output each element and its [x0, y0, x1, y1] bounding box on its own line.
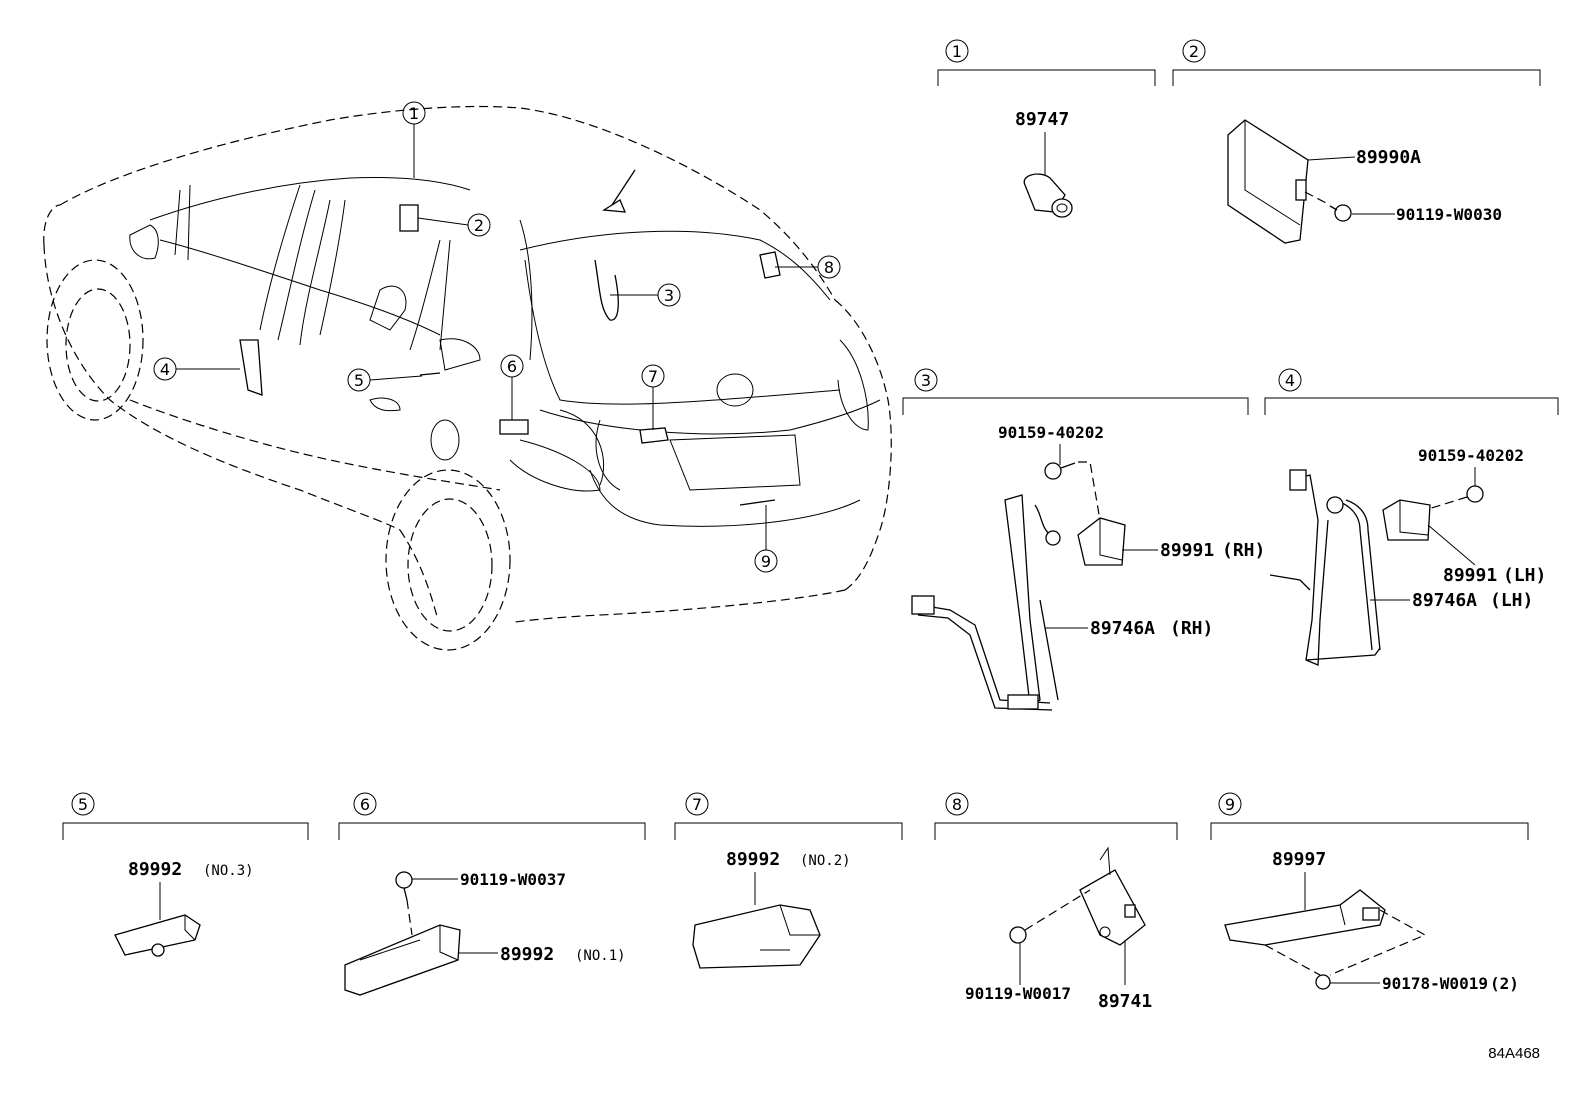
vehicle-callout-9[interactable]: 9	[754, 505, 778, 573]
vehicle-callout-8[interactable]: 8	[775, 255, 841, 279]
group-2-index: 2	[1189, 42, 1199, 61]
bolt-90119-w0017-drawing	[1009, 889, 1091, 944]
part-89992-no3-label[interactable]: 89992	[128, 859, 182, 880]
vehicle-callout-2-label: 2	[474, 216, 484, 235]
group-4: 4 90159-40202 89991 (LH) 89746A (LH)	[1264, 368, 1559, 666]
vehicle-callout-1-label: 1	[409, 104, 419, 123]
part-89992-no2-note: (NO.2)	[800, 853, 851, 869]
part-89992-no3-note: (NO.3)	[203, 863, 254, 879]
group-8: 8 90119-W0017 89741	[934, 792, 1178, 1012]
part-89992-no1-note: (NO.1)	[575, 948, 626, 964]
vehicle-callout-3[interactable]: 3	[610, 283, 681, 307]
vehicle-callout-4[interactable]: 4	[153, 357, 240, 381]
bolt-90119-w0037-drawing	[395, 871, 413, 936]
part-89746a-rh-label[interactable]: 89746A	[1090, 618, 1155, 639]
part-90119-w0037-label[interactable]: 90119-W0037	[460, 870, 566, 889]
part-89991-lh-label[interactable]: 89991	[1443, 565, 1497, 586]
vehicle-callout-7[interactable]: 7	[641, 364, 665, 430]
antenna-89992-no2-drawing	[692, 904, 821, 969]
group-9: 9 89997 90178-W0019 (2)	[1210, 792, 1529, 993]
group-1: 1 89747	[937, 39, 1156, 218]
bolt-90119-w0030-drawing	[1304, 191, 1352, 222]
part-89746a-rh-note: (RH)	[1170, 618, 1213, 639]
group-6-index: 6	[360, 795, 370, 814]
ecu-89990a-drawing	[1227, 119, 1309, 244]
group-1-badge	[945, 39, 969, 63]
group-4-index: 4	[1285, 371, 1295, 390]
part-89746a-lh-label[interactable]: 89746A	[1412, 590, 1477, 611]
part-89990a-label[interactable]: 89990A	[1356, 147, 1421, 168]
group-1-index: 1	[952, 42, 962, 61]
part-89991-rh-label[interactable]: 89991	[1160, 540, 1214, 561]
vehicle-callout-7-label: 7	[648, 367, 658, 386]
part-90159-40202-lh-label[interactable]: 90159-40202	[1418, 446, 1524, 465]
part-89997-label[interactable]: 89997	[1272, 849, 1326, 870]
part-89991-lh-note: (LH)	[1503, 565, 1546, 586]
antenna-89992-no1-drawing	[344, 924, 461, 996]
antenna-89997-drawing	[1224, 889, 1427, 976]
bolt-90159-40202-lh-drawing	[1424, 485, 1484, 511]
vehicle-callouts: 1 2 3 4 5 6 7 8 9	[153, 101, 841, 573]
group-5: 5 89992 (NO.3)	[62, 792, 309, 957]
bolt-90159-40202-rh-drawing	[1044, 461, 1101, 521]
group-6: 6 90119-W0037 89992 (NO.1)	[338, 792, 646, 996]
part-89747-label[interactable]: 89747	[1015, 109, 1069, 130]
vehicle-callout-4-label: 4	[160, 360, 170, 379]
group-7-index: 7	[692, 795, 702, 814]
group-9-index: 9	[1225, 795, 1235, 814]
harness-89746a-rh-drawing	[911, 494, 1061, 711]
vehicle-callout-5[interactable]: 5	[347, 368, 423, 392]
vehicle-callout-1[interactable]: 1	[402, 101, 426, 178]
part-90159-40202-rh-label[interactable]: 90159-40202	[998, 423, 1104, 442]
part-90119-w0030-label[interactable]: 90119-W0030	[1396, 205, 1502, 224]
part-89746a-lh-note: (LH)	[1490, 590, 1533, 611]
part-89991-rh-note: (RH)	[1222, 540, 1265, 561]
sensor-89747-drawing	[1023, 173, 1073, 218]
group-8-index: 8	[952, 795, 962, 814]
group-5-index: 5	[78, 795, 88, 814]
nut-90178-w0019-drawing	[1315, 974, 1331, 990]
module-89741-drawing	[1079, 846, 1146, 946]
vehicle-callout-9-label: 9	[761, 552, 771, 571]
group-2: 2 89990A 90119-W0030	[1172, 39, 1541, 244]
vehicle-callout-2[interactable]: 2	[417, 213, 491, 237]
vehicle-callout-5-label: 5	[354, 371, 364, 390]
vehicle-callout-6[interactable]: 6	[500, 354, 524, 420]
part-89992-no2-label[interactable]: 89992	[726, 849, 780, 870]
reference-code: 84A468	[1488, 1045, 1540, 1062]
harness-89746a-lh-drawing	[1269, 469, 1381, 666]
part-89741-label[interactable]: 89741	[1098, 991, 1152, 1012]
group-7: 7 89992 (NO.2)	[674, 792, 903, 969]
vehicle-illustration	[43, 105, 892, 651]
part-90119-w0017-label[interactable]: 90119-W0017	[965, 984, 1071, 1003]
sensor-89991-rh-drawing	[1077, 517, 1126, 566]
antenna-89992-no3-drawing	[114, 914, 201, 957]
part-89992-no1-label[interactable]: 89992	[500, 944, 554, 965]
vehicle-callout-3-label: 3	[664, 286, 674, 305]
group-3-index: 3	[921, 371, 931, 390]
vehicle-callout-6-label: 6	[507, 357, 517, 376]
vehicle-callout-8-label: 8	[824, 258, 834, 277]
sensor-89991-lh-drawing	[1382, 499, 1431, 541]
part-90178-w0019-note: (2)	[1490, 974, 1519, 993]
group-3: 3 90159-40202 89991 (RH) 89746A (RH)	[902, 368, 1265, 711]
part-90178-w0019-label[interactable]: 90178-W0019	[1382, 974, 1488, 993]
